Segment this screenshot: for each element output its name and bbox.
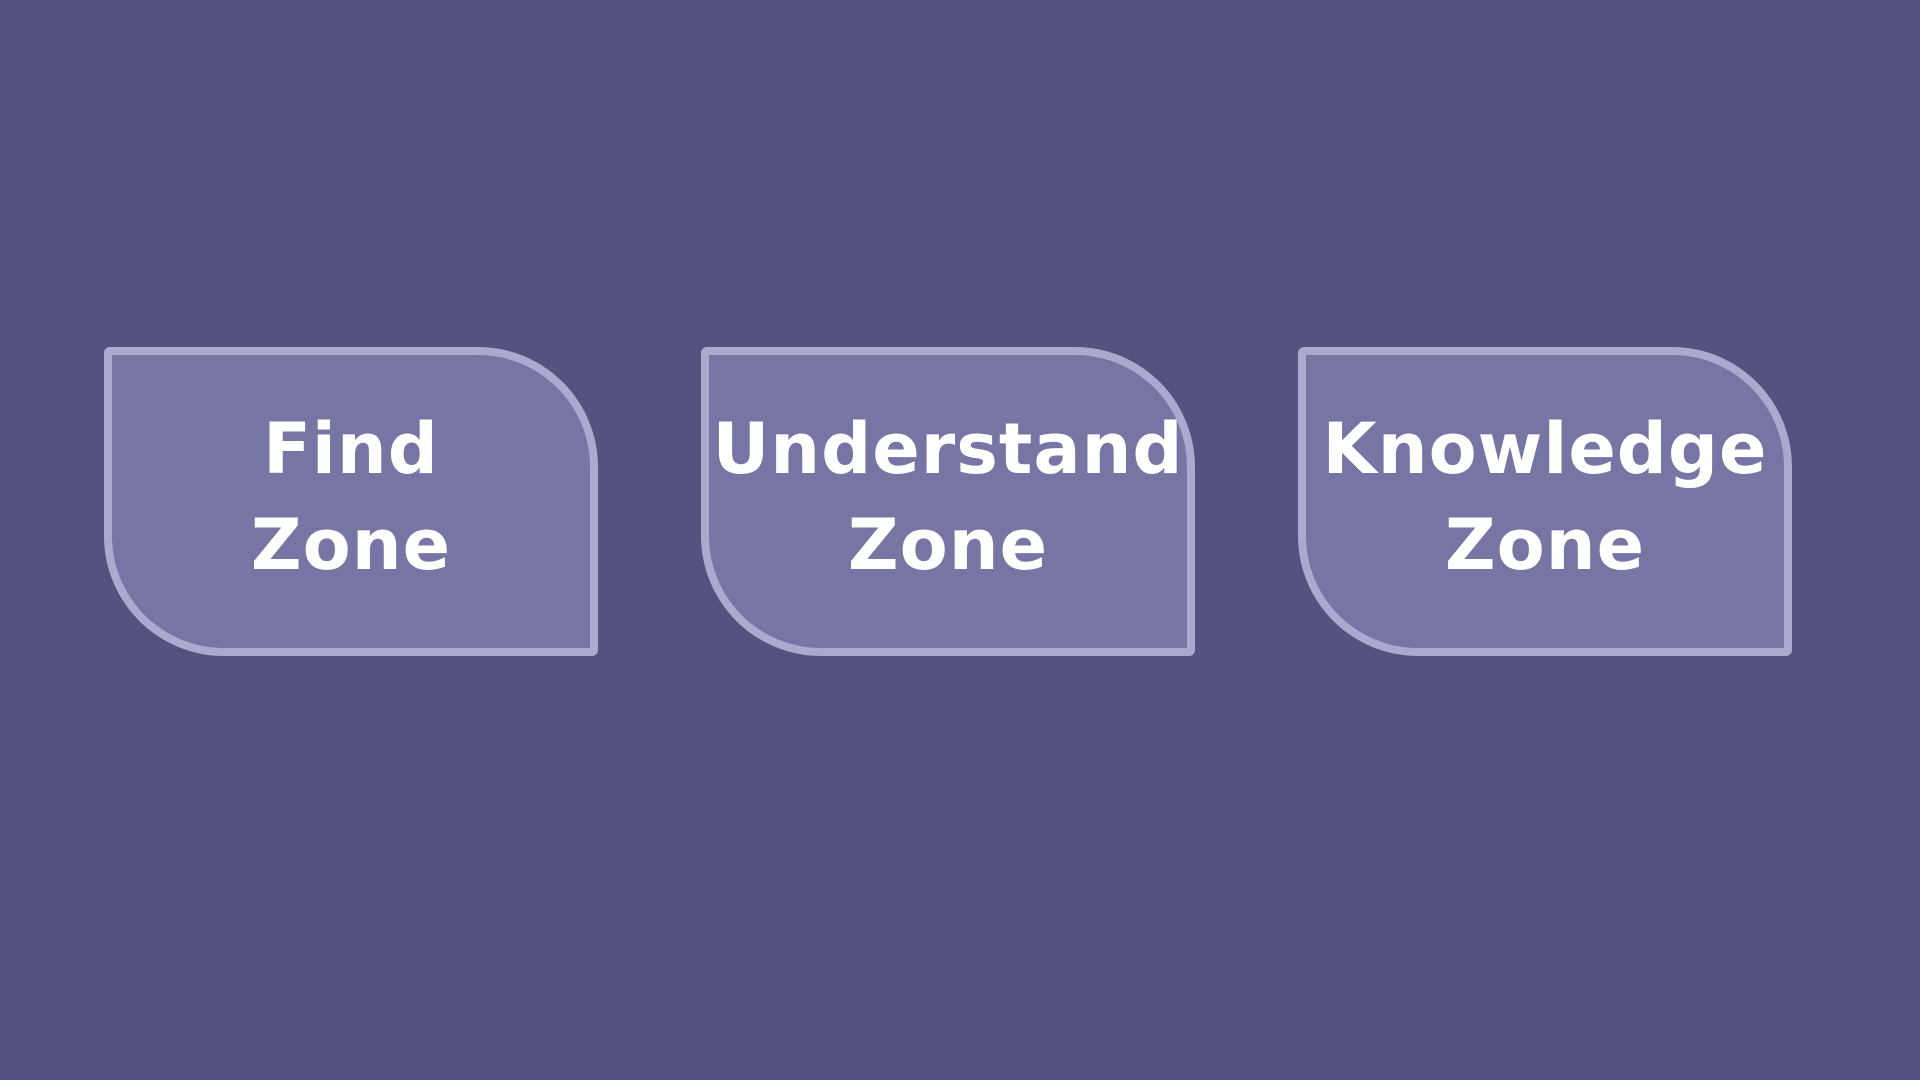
find-zone-button[interactable]: Find Zone xyxy=(104,347,598,656)
understand-zone-label-line2: Zone xyxy=(847,503,1049,586)
understand-zone-label: Understand Zone xyxy=(712,401,1183,593)
find-zone-label-line1: Find xyxy=(263,407,439,490)
find-zone-label: Find Zone xyxy=(251,401,451,593)
knowledge-zone-label: Knowledge Zone xyxy=(1323,401,1768,593)
knowledge-zone-label-line1: Knowledge xyxy=(1322,407,1768,490)
knowledge-zone-label-line2: Zone xyxy=(1444,503,1646,586)
understand-zone-label-line1: Understand xyxy=(712,407,1184,490)
knowledge-zone-button[interactable]: Knowledge Zone xyxy=(1298,347,1792,656)
find-zone-label-line2: Zone xyxy=(250,503,452,586)
understand-zone-button[interactable]: Understand Zone xyxy=(701,347,1195,656)
